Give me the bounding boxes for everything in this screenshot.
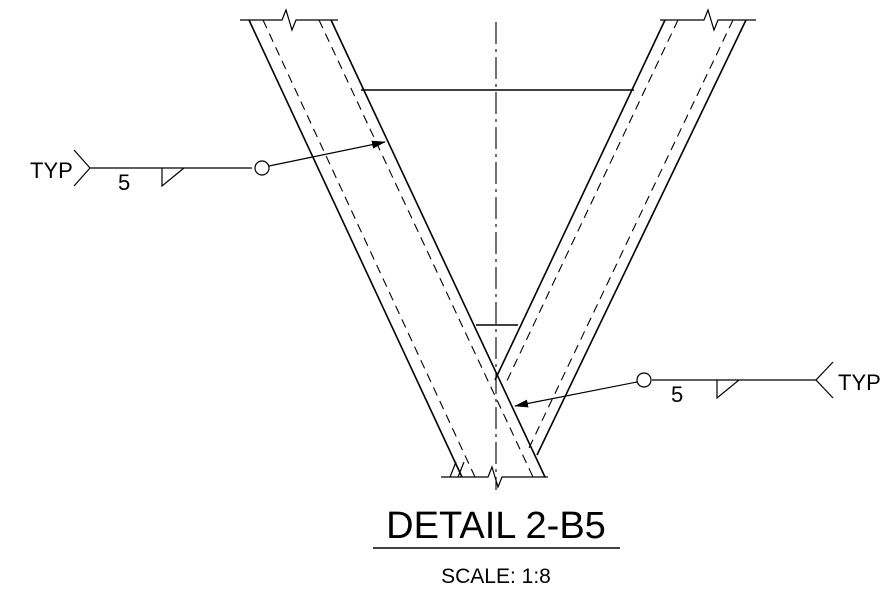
weld-tail-note: TYP — [30, 158, 73, 183]
scale-label: SCALE: 1:8 — [441, 565, 551, 588]
fillet-weld-symbol — [716, 379, 740, 400]
left-member-break-line — [240, 8, 338, 32]
bottom-break-line — [441, 461, 548, 489]
right-diagonal-member — [494, 19, 747, 456]
right-member-break-line — [660, 8, 756, 32]
left-diagonal-member — [248, 19, 546, 478]
detail-title: DETAIL 2-B5 — [386, 505, 606, 547]
weld-size: 5 — [118, 170, 130, 195]
gusset-plate — [361, 89, 634, 326]
weld-tail-note: TYP — [838, 370, 881, 395]
weld-callout-right: TYP 5 — [514, 361, 881, 408]
weld-callout-left: TYP 5 — [30, 140, 386, 195]
fillet-weld-symbol — [161, 167, 185, 188]
weld-size: 5 — [671, 382, 683, 407]
